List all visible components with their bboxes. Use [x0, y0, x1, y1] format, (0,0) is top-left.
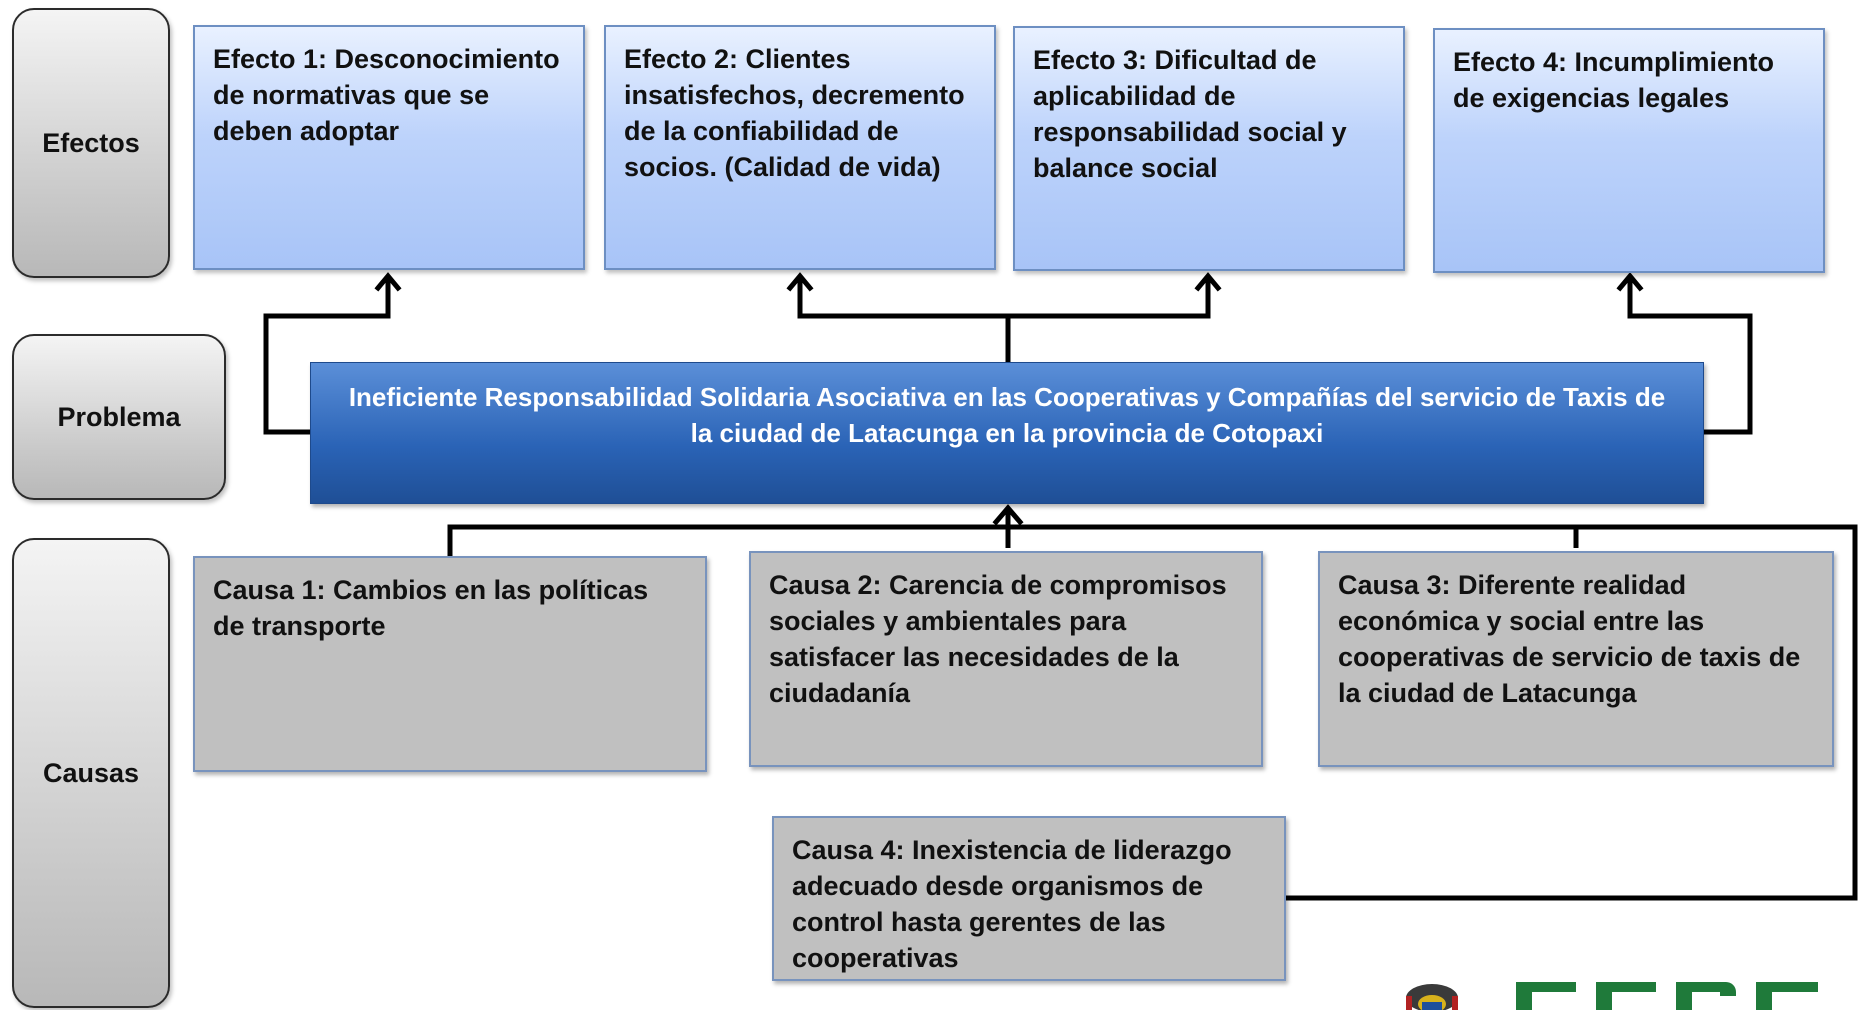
effect-text-3: Efecto 3: Dificultad de aplicabilidad de…	[1033, 45, 1347, 183]
problema-label: Problema	[12, 334, 226, 500]
causas-label-text: Causas	[42, 757, 140, 788]
effect-text-2: Efecto 2: Clientes insatisfechos, decrem…	[624, 44, 965, 182]
effect-box-3: Efecto 3: Dificultad de aplicabilidad de…	[1013, 26, 1405, 271]
problem-box: Ineficiente Responsabilidad Solidaria As…	[310, 362, 1704, 504]
cause-text-1: Causa 1: Cambios en las políticas de tra…	[213, 575, 649, 641]
cause-box-4: Causa 4: Inexistencia de liderazgo adecu…	[772, 816, 1286, 981]
cause-text-2: Causa 2: Carencia de compromisos sociale…	[769, 570, 1227, 708]
problema-label-text: Problema	[57, 401, 181, 432]
problem-text: Ineficiente Responsabilidad Solidaria As…	[348, 382, 1666, 448]
cause-box-1: Causa 1: Cambios en las políticas de tra…	[193, 556, 707, 772]
effect-text-4: Efecto 4: Incumplimiento de exigencias l…	[1453, 47, 1775, 113]
cause-text-4: Causa 4: Inexistencia de liderazgo adecu…	[792, 835, 1232, 973]
causas-label: Causas	[12, 538, 170, 1008]
cause-box-2: Causa 2: Carencia de compromisos sociale…	[749, 551, 1263, 767]
effect-text-1: Efecto 1: Desconocimiento de normativas …	[213, 44, 560, 146]
efectos-label-text: Efectos	[42, 127, 140, 158]
cause-text-3: Causa 3: Diferente realidad económica y …	[1338, 570, 1801, 708]
efectos-label: Efectos	[12, 8, 170, 278]
institution-logo	[1406, 982, 1818, 1010]
cause-box-3: Causa 3: Diferente realidad económica y …	[1318, 551, 1834, 767]
effect-box-1: Efecto 1: Desconocimiento de normativas …	[193, 25, 585, 270]
logo-lettering	[1516, 982, 1818, 1010]
effect-box-2: Efecto 2: Clientes insatisfechos, decrem…	[604, 25, 996, 270]
coat-of-arms-icon	[1406, 984, 1458, 1010]
effect-box-4: Efecto 4: Incumplimiento de exigencias l…	[1433, 28, 1825, 273]
